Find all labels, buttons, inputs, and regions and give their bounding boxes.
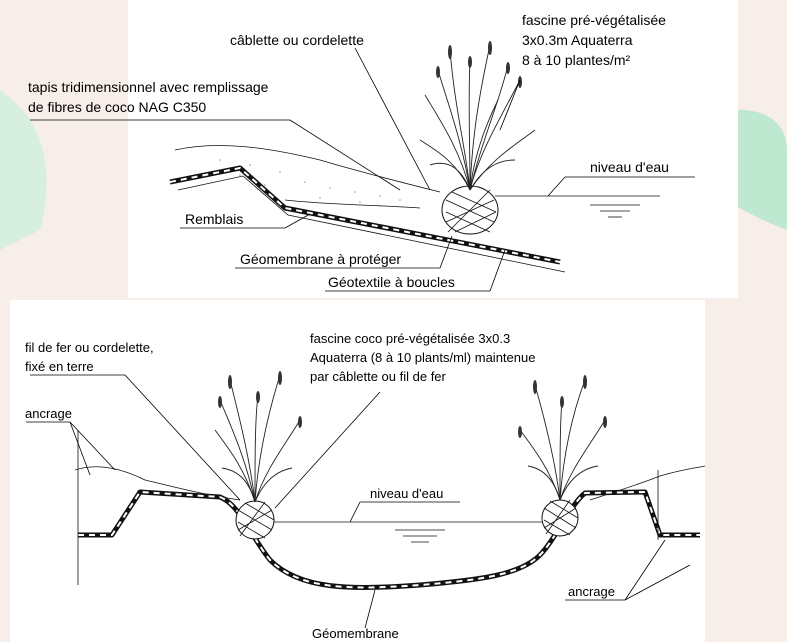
bottom-left-fascine-ball [235, 500, 275, 540]
top-geotextile-line [177, 175, 566, 273]
label-fil-line2: fixé en terre [25, 359, 94, 374]
label-tapis-line1: tapis tridimensionnel avec remplissage [28, 79, 269, 95]
bottom-right-plant [518, 375, 607, 501]
label-ancrage-left: ancrage [25, 406, 72, 421]
label-geotextile: Géotextile à boucles [328, 274, 455, 290]
label-ancrage-right: ancrage [568, 584, 615, 599]
label-fascine-line1: fascine pré-végétalisée [522, 12, 666, 28]
bottom-diagram: fil de fer ou cordelette, fixé en terre … [25, 331, 706, 641]
label-fil-line1: fil de fer ou cordelette, [25, 340, 154, 355]
remblais-stipple [219, 159, 401, 203]
label-niveau-bottom: niveau d'eau [370, 486, 443, 501]
top-fascine-ball [441, 185, 499, 235]
bottom-leader-lines [26, 374, 691, 629]
top-leader-lines [30, 47, 695, 292]
top-diagram: câblette ou cordelette fascine pré-végét… [28, 12, 695, 292]
label-niveau-top: niveau d'eau [590, 159, 669, 175]
label-remblais: Remblais [185, 211, 243, 227]
label-geomembrane-top: Géomembrane à protéger [240, 251, 401, 267]
label-fascine-coco-line1: fascine coco pré-végétalisée 3x0.3 [310, 331, 510, 346]
bottom-right-fascine-ball [541, 499, 579, 537]
label-fascine-line2: 3x0.3m Aquaterra [522, 32, 633, 48]
remblais-outline [174, 145, 441, 193]
top-plant [419, 41, 536, 191]
label-tapis-line2: de fibres de coco NAG C350 [28, 99, 206, 115]
label-cablette: câblette ou cordelette [230, 32, 364, 48]
label-fascine-coco-line3: par câblette ou fil de fer [310, 369, 447, 384]
label-fascine-coco-line2: Aquaterra (8 à 10 plants/ml) maintenue [310, 350, 535, 365]
label-geomembrane-bottom: Géomembrane [312, 626, 399, 641]
label-fascine-line3: 8 à 10 plantes/m² [522, 52, 631, 68]
bottom-left-plant [214, 371, 302, 503]
